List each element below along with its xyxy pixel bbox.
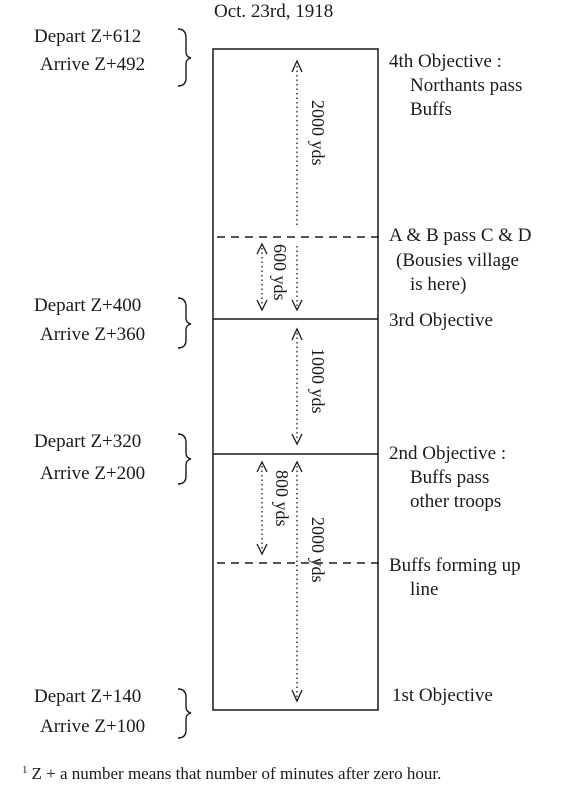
ab-pass-label: A & B pass C & D bbox=[389, 225, 532, 246]
forming-up-label: Buffs forming up bbox=[389, 555, 521, 576]
fourth-objective-label: Northants pass bbox=[410, 75, 523, 96]
footnote-marker: 1 bbox=[22, 764, 28, 776]
distance-label: 2000 yds bbox=[308, 100, 328, 166]
fourth-objective-label: 4th Objective : bbox=[389, 51, 502, 72]
footnote-text: Z + a number means that number of minute… bbox=[31, 764, 442, 783]
up-arrowhead bbox=[291, 327, 303, 341]
distance-label: 2000 yds bbox=[308, 517, 328, 583]
first-objective-label: 1st Objective bbox=[392, 685, 493, 706]
third-objective-label: 3rd Objective bbox=[389, 310, 493, 331]
down-arrowhead bbox=[291, 689, 303, 703]
depart-time-label: Depart Z+612 bbox=[34, 26, 142, 47]
timing-brace bbox=[177, 297, 192, 349]
second-objective-label: 2nd Objective : bbox=[389, 443, 507, 464]
distance-label: 1000 yds bbox=[308, 348, 328, 414]
forming-up-label: line bbox=[410, 579, 439, 600]
up-arrowhead bbox=[256, 242, 268, 255]
depart-time-label: Depart Z+400 bbox=[34, 295, 142, 316]
second-objective-label: Buffs pass bbox=[410, 467, 490, 488]
arrive-time-label: Arrive Z+200 bbox=[40, 463, 146, 484]
up-arrowhead bbox=[291, 460, 303, 473]
down-arrowhead bbox=[291, 299, 303, 312]
battle-area-frame bbox=[212, 48, 379, 711]
arrive-time-label: Arrive Z+492 bbox=[40, 54, 146, 75]
down-arrowhead bbox=[256, 299, 268, 312]
depart-time-label: Depart Z+140 bbox=[34, 686, 142, 707]
page-title: Oct. 23rd, 1918 bbox=[214, 1, 334, 22]
second-objective-label: other troops bbox=[410, 491, 502, 512]
ab-pass-label: (Bousies village bbox=[396, 250, 519, 271]
up-arrowhead bbox=[291, 59, 303, 73]
down-arrowhead bbox=[291, 433, 303, 446]
distance-label: 800 yds bbox=[272, 470, 292, 527]
down-arrowhead bbox=[256, 543, 268, 556]
arrive-time-label: Arrive Z+360 bbox=[40, 324, 146, 345]
fourth-objective-label: Buffs bbox=[410, 99, 452, 120]
arrive-time-label: Arrive Z+100 bbox=[40, 716, 146, 737]
depart-time-label: Depart Z+320 bbox=[34, 431, 142, 452]
timing-brace bbox=[177, 433, 192, 485]
timing-brace bbox=[177, 688, 192, 739]
ab-pass-label: is here) bbox=[410, 274, 467, 295]
distance-label: 600 yds bbox=[270, 244, 290, 301]
timing-brace bbox=[177, 28, 192, 87]
up-arrowhead bbox=[256, 460, 268, 473]
